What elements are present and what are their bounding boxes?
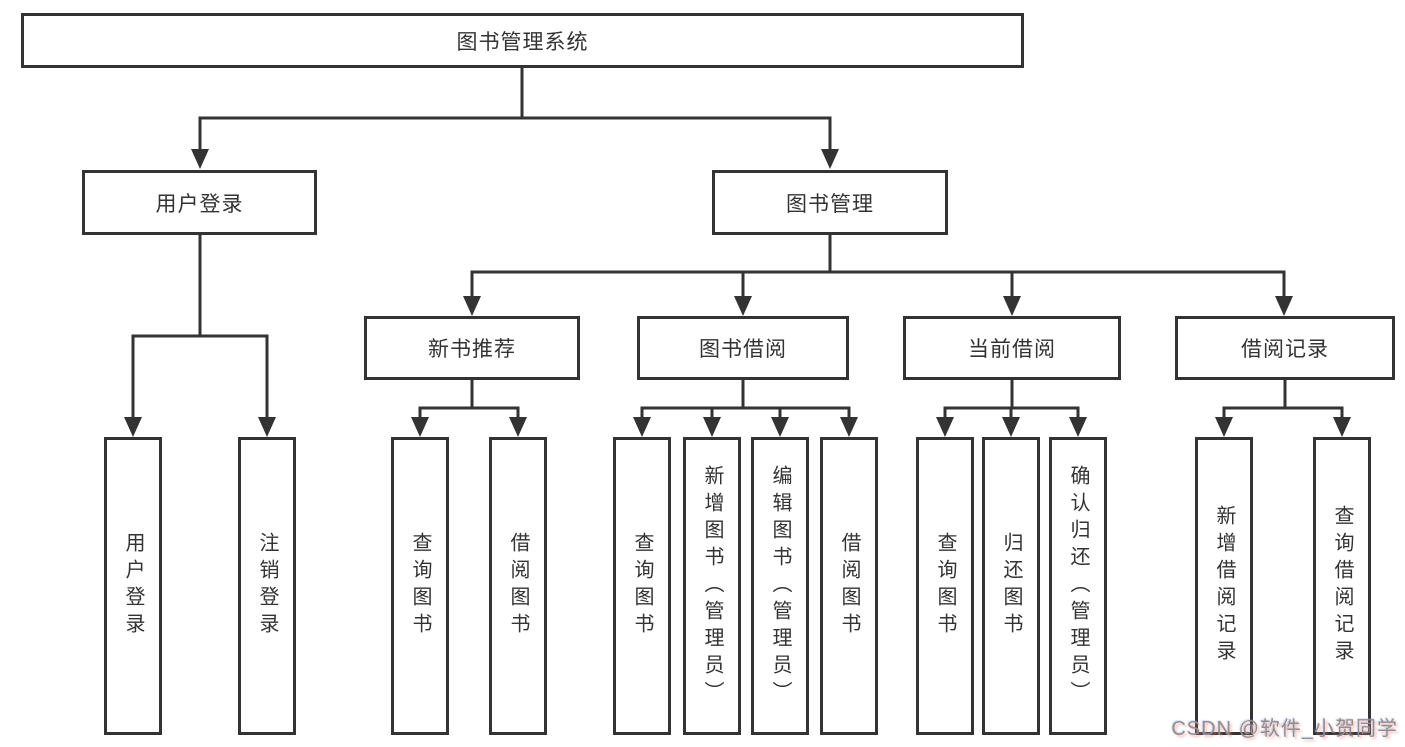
arrowhead [734,296,752,316]
node-label: 当前借阅 [968,338,1056,361]
leaf-return-books: 归还图书 [982,437,1040,735]
arrowhead [1002,417,1020,437]
connector-bookborrow-to-leaves [633,380,858,437]
node-library-management-system: 图书管理系统 [21,13,1024,68]
leaf-borrow-books-recommend: 借阅图书 [489,437,547,735]
leaf-label: 确认归还（管理员） [1067,464,1089,708]
leaf-edit-books-admin: 编辑图书（管理员） [751,437,809,735]
leaf-query-books-current: 查询图书 [916,437,974,735]
leaf-query-books-recommend: 查询图书 [391,437,449,735]
leaf-query-borrow-record: 查询借阅记录 [1313,437,1371,735]
arrowhead [936,417,954,437]
arrowhead [821,149,839,169]
leaf-label: 编辑图书（管理员） [769,464,791,708]
leaf-query-books-borrow: 查询图书 [613,437,671,735]
node-borrow-records: 借阅记录 [1175,316,1395,380]
leaf-confirm-return-admin: 确认归还（管理员） [1049,437,1107,735]
arrowhead [258,417,276,437]
node-label: 图书管理系统 [456,30,589,54]
connector-newrecommend-to-leaves [411,380,527,437]
arrowhead [1215,417,1233,437]
arrowhead [1003,296,1021,316]
connector-login-to-leaves [124,235,276,437]
leaf-label: 新增图书（管理员） [701,464,723,708]
node-book-borrow: 图书借阅 [637,316,849,380]
arrowhead [1069,417,1087,437]
node-user-login: 用户登录 [82,170,317,235]
leaf-user-login: 用户登录 [104,437,162,735]
leaf-label: 查询借阅记录 [1331,505,1353,667]
node-new-book-recommend: 新书推荐 [364,316,580,380]
leaf-add-books-admin: 新增图书（管理员） [683,437,741,735]
arrowhead [411,417,429,437]
leaf-logout: 注销登录 [238,437,296,735]
arrowhead [633,417,651,437]
arrowhead [191,149,209,169]
node-book-management: 图书管理 [712,170,948,235]
connector-management-to-level3 [463,235,1293,316]
node-label: 借阅记录 [1241,338,1329,361]
node-label: 新书推荐 [428,338,516,361]
csdn-watermark: CSDN @软件_小贺同学 [1171,718,1398,740]
leaf-add-borrow-record: 新增借阅记录 [1195,437,1253,735]
node-current-borrow: 当前借阅 [903,316,1121,380]
arrowhead [1275,296,1293,316]
leaf-label: 查询图书 [409,532,431,640]
leaf-label: 查询图书 [934,532,956,640]
arrowhead [463,296,481,316]
arrowhead [703,417,721,437]
node-label: 图书管理 [786,192,874,216]
leaf-label: 注销登录 [256,532,278,640]
connector-borrowrecords-to-leaves [1215,380,1351,437]
node-label: 用户登录 [155,192,244,216]
arrowhead [509,417,527,437]
leaf-label: 用户登录 [122,532,144,640]
leaf-label: 查询图书 [631,532,653,640]
arrowhead [1333,417,1351,437]
arrowhead [771,417,789,437]
leaf-label: 借阅图书 [507,532,529,640]
leaf-label: 新增借阅记录 [1213,505,1235,667]
connector-root-to-level2 [191,68,839,169]
node-label: 图书借阅 [699,338,787,361]
leaf-borrow-books: 借阅图书 [820,437,878,735]
connector-currentborrow-to-leaves [936,380,1087,437]
leaf-label: 借阅图书 [838,532,860,640]
leaf-label: 归还图书 [1000,532,1022,640]
arrowhead [840,417,858,437]
arrowhead [124,417,142,437]
